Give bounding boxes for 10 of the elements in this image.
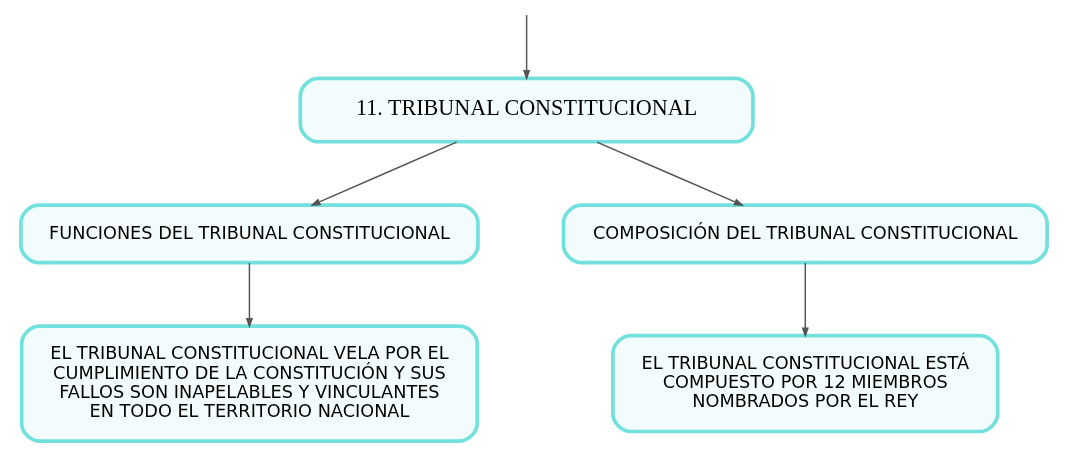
node-box: FUNCIONES DEL TRIBUNAL CONSTITUCIONAL [19,203,480,265]
node-box: COMPOSICIÓN DEL TRIBUNAL CONSTITUCIONAL [561,203,1049,265]
arrow [310,141,458,206]
arrow [801,262,809,338]
arrow [596,141,745,206]
arrow [245,262,254,329]
node-box: 11. TRIBUNAL CONSTITUCIONAL [298,76,755,144]
arrow [523,14,531,81]
node-box: EL TRIBUNAL CONSTITUCIONAL ESTÁ COMPUESTO POR 12 MIEMBROS NOMBRADOS POR EL REY [611,333,1000,434]
node-box: EL TRIBUNAL CONSTITUCIONAL VELA POR EL CUMPLIMIENTO DE LA CONSTITUCIÓN Y SUS FALLOS SON INAPELABLES Y VINCULANTES EN TODO EL TERRITORIO NACIONAL [19,324,480,443]
